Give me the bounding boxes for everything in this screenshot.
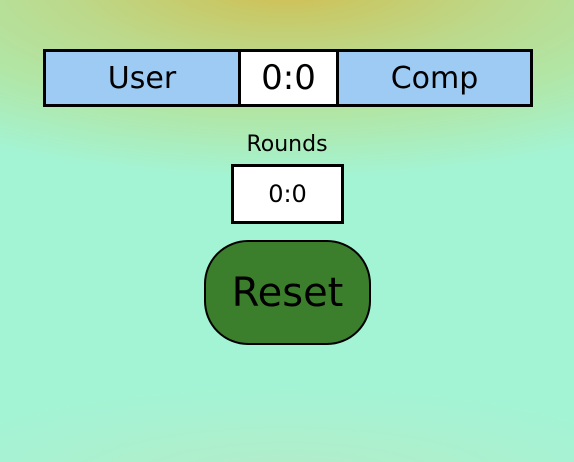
scoreboard: User 0:0 Comp	[43, 49, 533, 107]
reset-button[interactable]: Reset	[204, 240, 371, 345]
rounds-score: 0:0	[231, 164, 344, 224]
match-score: 0:0	[241, 49, 336, 107]
user-label: User	[43, 49, 241, 107]
rounds-label: Rounds	[246, 132, 328, 157]
comp-label: Comp	[336, 49, 533, 107]
